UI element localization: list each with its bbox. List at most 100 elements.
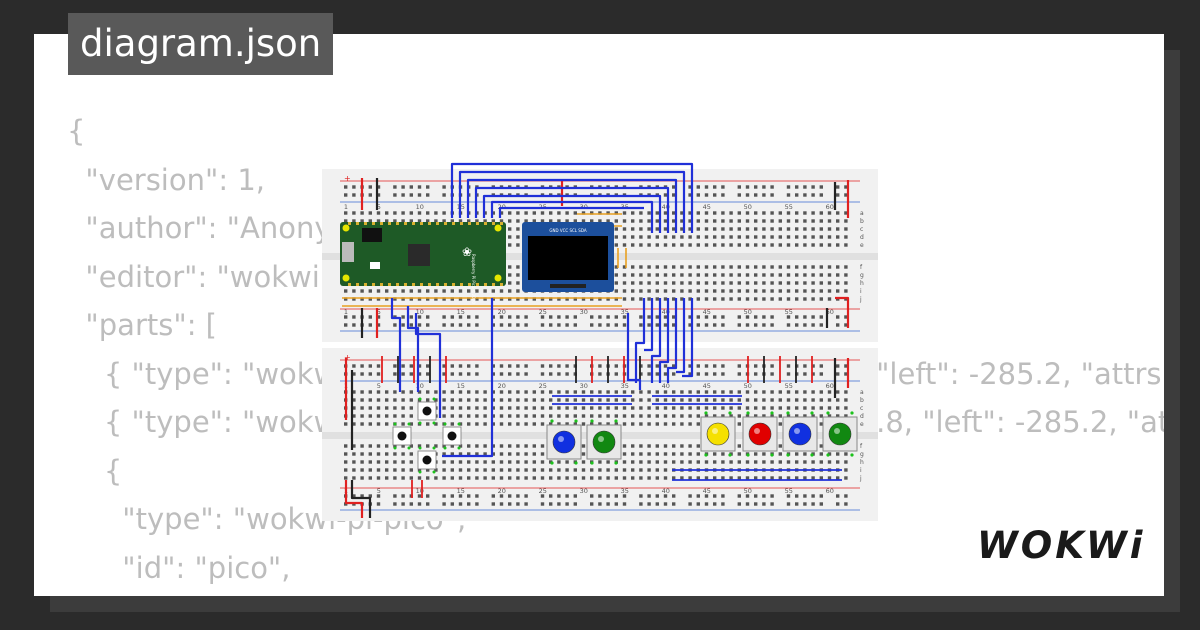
- breadboard-hole: [704, 211, 709, 215]
- breadboard-hole: [663, 390, 668, 394]
- breadboard-hole: [836, 185, 840, 189]
- breadboard-hole: [663, 406, 668, 410]
- small-button: [442, 422, 462, 450]
- breadboard-hole: [549, 297, 553, 301]
- breadboard-hole: [713, 315, 717, 319]
- breadboard-hole: [729, 460, 733, 464]
- breadboard-hole: [467, 297, 471, 301]
- breadboard-hole: [344, 468, 348, 472]
- breadboard-hole: [409, 406, 413, 410]
- breadboard-hole: [385, 219, 389, 223]
- breadboard-hole: [401, 219, 405, 223]
- breadboard-hole: [344, 297, 348, 301]
- breadboard-hole: [754, 297, 758, 301]
- breadboard-hole: [385, 452, 389, 456]
- row-letter: d: [860, 234, 864, 241]
- breadboard-hole: [786, 227, 791, 231]
- breadboard-hole: [458, 390, 463, 394]
- wire: [634, 298, 646, 383]
- breadboard-hole: [696, 297, 700, 301]
- breadboard-hole: [811, 227, 815, 231]
- breadboard-hole: [376, 364, 381, 368]
- breadboard-hole: [622, 494, 627, 498]
- breadboard-hole: [516, 494, 520, 498]
- breadboard-hole: [393, 372, 397, 376]
- breadboard-hole: [680, 476, 684, 480]
- breadboard-hole: [409, 468, 413, 472]
- breadboard-hole: [417, 219, 422, 223]
- breadboard-hole: [508, 273, 512, 277]
- breadboard-hole: [499, 476, 504, 480]
- button-pin: [432, 470, 436, 474]
- breadboard-hole: [352, 364, 356, 368]
- breadboard-hole: [778, 398, 782, 402]
- breadboard-hole: [647, 315, 651, 319]
- breadboard-hole: [508, 502, 512, 506]
- breadboard-hole: [827, 406, 832, 410]
- breadboard-hole: [417, 390, 422, 394]
- breadboard-hole: [795, 219, 799, 223]
- breadboard-hole: [409, 289, 413, 293]
- breadboard-hole: [704, 364, 709, 368]
- breadboard-hole: [663, 227, 668, 231]
- pico-pin: [460, 283, 463, 286]
- breadboard-hole: [762, 390, 766, 394]
- breadboard-hole: [458, 315, 463, 319]
- button-pin: [432, 446, 436, 450]
- breadboard-hole: [401, 406, 405, 410]
- breadboard-hole: [458, 219, 463, 223]
- breadboard-hole: [803, 185, 807, 189]
- breadboard-hole: [754, 193, 758, 197]
- breadboard-hole: [508, 235, 512, 239]
- breadboard-hole: [754, 406, 758, 410]
- breadboard-hole: [795, 227, 799, 231]
- breadboard-hole: [770, 281, 774, 285]
- breadboard-hole: [696, 494, 700, 498]
- breadboard-hole: [631, 235, 635, 239]
- breadboard-hole: [516, 243, 520, 247]
- breadboard-hole: [729, 476, 733, 480]
- breadboard-hole: [622, 219, 627, 223]
- breadboard-hole: [713, 235, 717, 239]
- breadboard-hole: [549, 476, 553, 480]
- breadboard-hole: [450, 422, 454, 426]
- breadboard-hole: [614, 289, 618, 293]
- breadboard-hole: [663, 265, 668, 269]
- button-pin: [770, 453, 774, 457]
- breadboard-hole: [836, 243, 840, 247]
- breadboard-hole: [499, 502, 504, 506]
- breadboard-hole: [598, 297, 602, 301]
- breadboard-hole: [516, 502, 520, 506]
- breadboard-hole: [393, 211, 397, 215]
- breadboard-hole: [491, 444, 495, 448]
- breadboard-hole: [508, 297, 512, 301]
- breadboard-hole: [565, 211, 569, 215]
- breadboard-hole: [688, 476, 692, 480]
- breadboard-hole: [417, 444, 422, 448]
- breadboard-hole: [778, 390, 782, 394]
- breadboard-hole: [647, 211, 651, 215]
- breadboard-hole: [844, 235, 848, 239]
- breadboard-hole: [393, 297, 397, 301]
- breadboard-hole: [844, 323, 848, 327]
- breadboard-hole: [844, 414, 848, 418]
- breadboard-hole: [754, 502, 758, 506]
- breadboard-hole: [475, 219, 479, 223]
- breadboard-hole: [663, 468, 668, 472]
- breadboard-hole: [647, 444, 651, 448]
- breadboard-hole: [409, 390, 413, 394]
- breadboard-hole: [647, 468, 651, 472]
- breadboard-hole: [352, 193, 356, 197]
- file-name-tab[interactable]: diagram.json: [68, 13, 334, 75]
- push-button: [700, 411, 736, 457]
- breadboard-hole: [491, 372, 495, 376]
- breadboard-hole: [663, 444, 668, 448]
- breadboard-hole: [581, 444, 586, 448]
- breadboard-hole: [532, 219, 536, 223]
- breadboard-hole: [352, 476, 356, 480]
- flash-chip: [362, 228, 382, 242]
- breadboard-hole: [655, 227, 659, 231]
- breadboard-hole: [401, 211, 405, 215]
- breadboard-hole: [499, 494, 504, 498]
- push-button-highlight: [834, 428, 840, 434]
